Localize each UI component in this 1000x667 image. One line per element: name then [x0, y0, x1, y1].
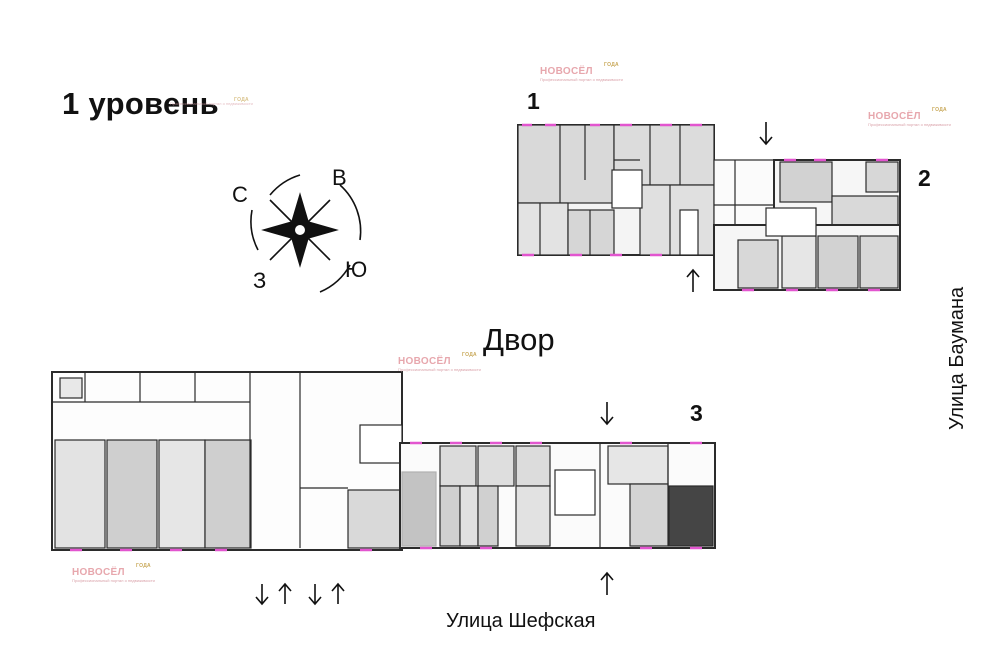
- watermark-logo: НОВОСЁЛ Профессиональный портал о недвиж…: [398, 352, 481, 372]
- arrow-up-icon: [686, 268, 700, 292]
- arrow-up-icon: [600, 571, 614, 595]
- left-block-plan: [51, 371, 403, 551]
- building-number-2: 2: [918, 165, 931, 191]
- entrance-arrows: [255, 122, 773, 606]
- arrow-down-icon: [308, 584, 322, 606]
- compass-west-label: З: [253, 268, 267, 293]
- courtyard-label: Двор: [483, 322, 555, 357]
- arrow-down-icon: [600, 402, 614, 426]
- watermark-logo: НОВОСЁЛ Профессиональный портал о недвиж…: [540, 62, 623, 82]
- building-1-plan: [517, 124, 715, 256]
- window-accents: [70, 123, 888, 552]
- arrow-down-icon: [255, 584, 269, 606]
- arrow-up-icon: [331, 582, 345, 604]
- level-title: 1 уровень: [62, 86, 219, 121]
- watermark-logo: Профессиональный портал о недвижимости Г…: [170, 97, 253, 106]
- compass-rose-icon: [250, 174, 362, 293]
- arrow-down-icon: [759, 122, 773, 146]
- compass-east-label: В: [332, 165, 347, 190]
- compass-north-label: С: [232, 182, 248, 207]
- building-2-plan: [713, 159, 901, 291]
- arrow-up-icon: [278, 582, 292, 604]
- building-number-3: 3: [690, 400, 703, 426]
- building-number-1: 1: [527, 88, 540, 114]
- compass-south-label: Ю: [345, 257, 368, 282]
- watermark-logo: НОВОСЁЛ Профессиональный портал о недвиж…: [72, 563, 155, 583]
- watermark-logo: НОВОСЁЛ Профессиональный портал о недвиж…: [868, 107, 951, 127]
- building-3-plan: [399, 442, 716, 549]
- street-label-right: Улица Баумана: [946, 286, 968, 430]
- street-label-bottom: Улица Шефская: [446, 610, 596, 632]
